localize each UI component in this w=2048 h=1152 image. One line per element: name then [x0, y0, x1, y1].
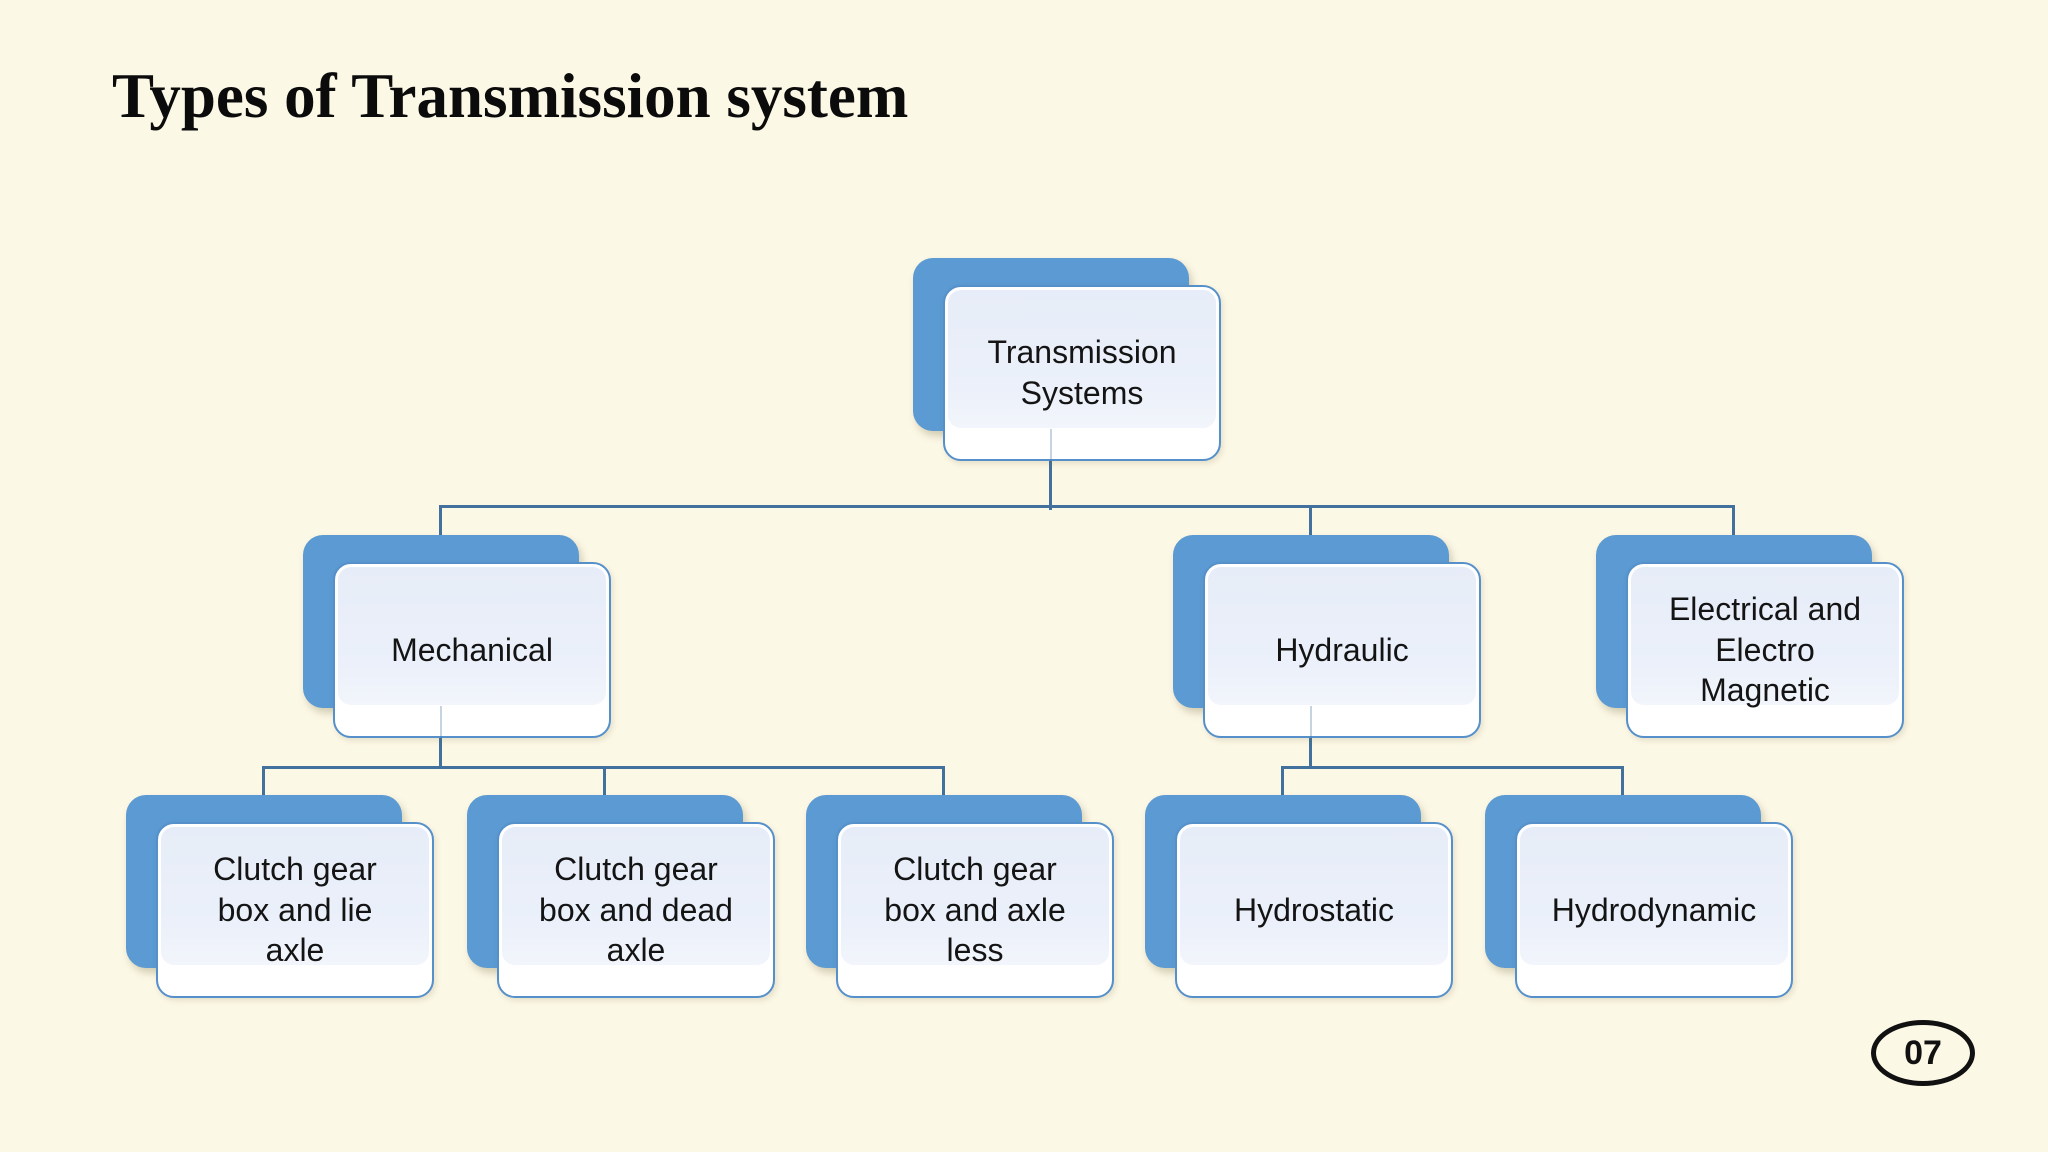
- node-card: Clutch gear box and axle less: [836, 822, 1114, 998]
- connector-line: [1049, 430, 1052, 510]
- node-label: Clutch gear box and dead axle: [539, 851, 733, 969]
- node-card: Hydrostatic: [1175, 822, 1453, 998]
- node-label: Clutch gear box and axle less: [884, 851, 1066, 969]
- connector-line: [1281, 766, 1624, 769]
- node-hydrostatic: Hydrostatic: [1145, 795, 1454, 998]
- connector-line-faint: [440, 706, 442, 741]
- node-clutch-gear-box-lie-axle: Clutch gear box and lie axle: [126, 795, 435, 998]
- node-hydrodynamic: Hydrodynamic: [1485, 795, 1794, 998]
- page-number-oval: 07: [1871, 1020, 1975, 1086]
- connector-line-faint: [1050, 429, 1052, 461]
- node-transmission-systems: Transmission Systems: [913, 258, 1222, 461]
- node-card: Clutch gear box and dead axle: [497, 822, 775, 998]
- connector-line: [439, 505, 1735, 508]
- slide-title: Types of Transmission system: [112, 61, 909, 131]
- node-electrical-electro-magnetic: Electrical and Electro Magnetic: [1596, 535, 1905, 738]
- node-card: Mechanical: [333, 562, 611, 738]
- node-label: Hydrostatic: [1233, 891, 1395, 928]
- node-label: Hydraulic: [1275, 631, 1409, 668]
- node-card: Transmission Systems: [943, 285, 1221, 461]
- node-card: Electrical and Electro Magnetic: [1626, 562, 1904, 738]
- node-clutch-gear-box-axle-less: Clutch gear box and axle less: [806, 795, 1115, 998]
- node-card: Hydrodynamic: [1515, 822, 1793, 998]
- node-label: Electrical and Electro Magnetic: [1668, 591, 1862, 709]
- node-label: Transmission Systems: [987, 334, 1177, 411]
- node-label: Hydrodynamic: [1551, 891, 1757, 928]
- node-hydraulic: Hydraulic: [1173, 535, 1482, 738]
- node-clutch-gear-box-dead-axle: Clutch gear box and dead axle: [467, 795, 776, 998]
- node-label: Mechanical: [391, 631, 553, 668]
- node-label: Clutch gear box and lie axle: [213, 851, 377, 969]
- node-mechanical: Mechanical: [303, 535, 612, 738]
- node-card: Hydraulic: [1203, 562, 1481, 738]
- page-number: 07: [1904, 1033, 1942, 1072]
- connector-line-faint: [1310, 706, 1312, 739]
- node-card: Clutch gear box and lie axle: [156, 822, 434, 998]
